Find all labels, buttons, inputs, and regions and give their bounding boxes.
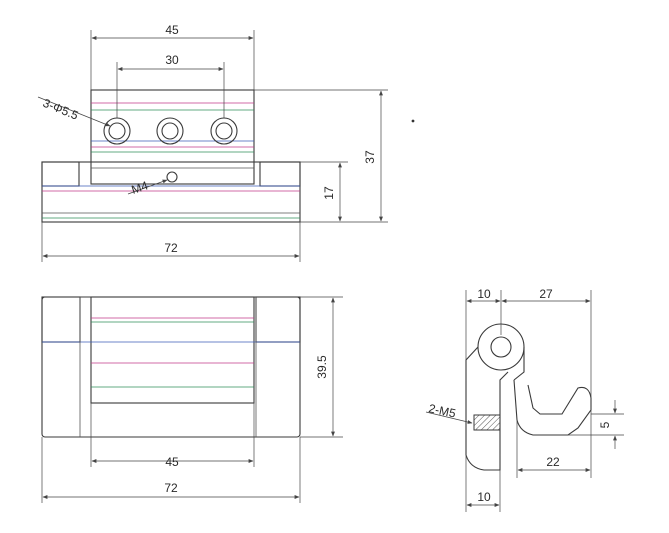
pin-hole <box>490 336 512 358</box>
m5-tapped-section <box>473 414 501 431</box>
dim-side-bottom-left: 10 <box>477 490 491 504</box>
dim-height-total: 37 <box>363 150 377 164</box>
tap-callout-m5: 2-M5 <box>427 401 457 420</box>
front-view: 39.5 45 72 <box>41 296 343 503</box>
m4-tapped-hole <box>166 171 178 183</box>
mounting-holes <box>103 117 238 145</box>
dim-side-bottom-mid: 22 <box>546 455 560 469</box>
dim-width-upper: 45 <box>165 23 179 37</box>
dim-front-height: 39.5 <box>315 355 329 379</box>
side-view: 10 27 2-M5 5 22 10 <box>425 287 624 512</box>
tap-callout-m4: M4 <box>130 178 150 197</box>
dim-front-inner-width: 45 <box>165 455 179 469</box>
dim-side-top-left: 10 <box>477 287 491 301</box>
dim-side-small: 5 <box>598 421 612 428</box>
lower-base <box>41 161 301 223</box>
top-view: 45 30 3-Φ5.5 M4 37 17 72 <box>37 23 388 262</box>
dim-hole-pitch: 30 <box>165 53 179 67</box>
holes-callout: 3-Φ5.5 <box>41 96 81 123</box>
stray-dot <box>411 119 415 123</box>
dim-height-lower: 17 <box>322 186 336 200</box>
dim-width-total: 72 <box>164 241 178 255</box>
dim-front-total-width: 72 <box>164 481 178 495</box>
upper-leaf <box>90 89 255 185</box>
dim-side-top-right: 27 <box>539 287 553 301</box>
